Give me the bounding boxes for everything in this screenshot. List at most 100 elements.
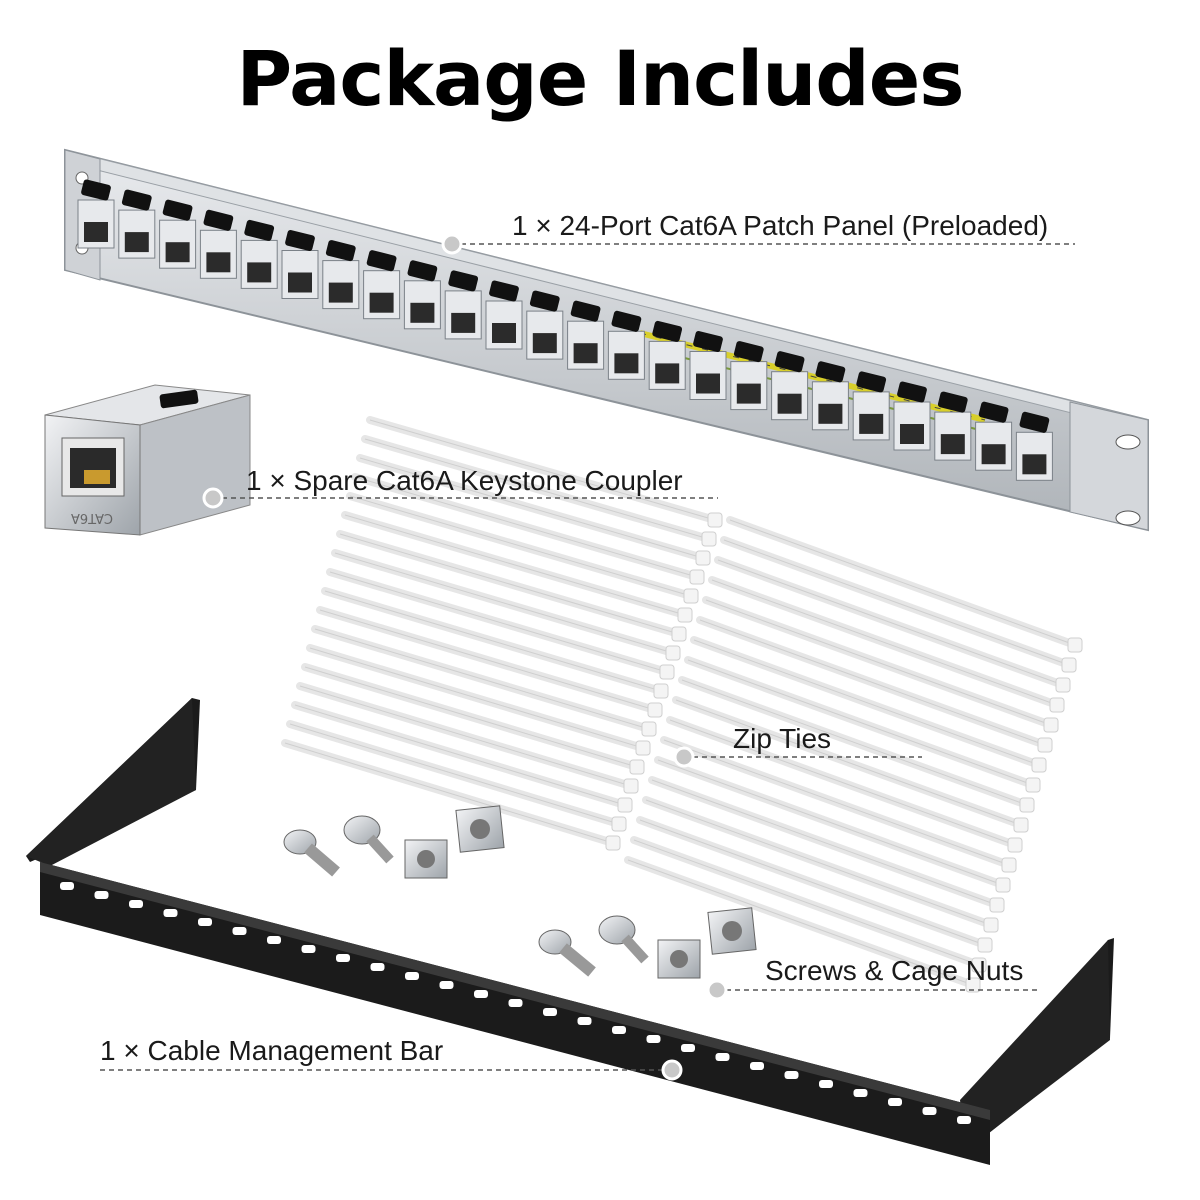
bar-slot xyxy=(784,1071,799,1079)
zip-tie xyxy=(702,596,1059,733)
keystone-port xyxy=(444,270,482,340)
zip-tie xyxy=(630,836,987,973)
keystone-port xyxy=(975,401,1013,471)
zip-tie xyxy=(331,549,681,661)
bar-slot xyxy=(301,945,316,953)
bar-slot xyxy=(267,936,281,944)
bar-slot xyxy=(957,1116,971,1124)
zip-tie xyxy=(316,606,663,718)
zip-tie xyxy=(654,756,1011,893)
bar-slot xyxy=(508,999,523,1007)
cable-bar-label: 1 × Cable Management Bar xyxy=(100,1035,444,1066)
keystone-port xyxy=(811,361,849,431)
zip-tie xyxy=(361,435,717,547)
callout-patch-panel xyxy=(441,233,1075,255)
zip-tie xyxy=(678,676,1035,813)
bar-slot xyxy=(922,1107,937,1115)
zip-tie xyxy=(366,416,723,528)
zip-tie xyxy=(341,511,693,623)
keystone-port xyxy=(607,310,645,380)
keystone-port xyxy=(240,219,278,289)
bar-slot xyxy=(370,963,385,971)
zip-tie xyxy=(336,530,687,642)
cable-bar-slots xyxy=(60,882,971,1124)
zip-tie xyxy=(720,536,1077,673)
callout-cable-bar xyxy=(100,1059,683,1081)
keystone-port xyxy=(363,250,401,320)
screw-icon xyxy=(343,815,394,864)
bar-slot xyxy=(336,954,350,962)
zip-tie xyxy=(726,516,1083,653)
screw-icon xyxy=(598,915,649,964)
keystone-port xyxy=(567,300,605,370)
patch-panel-label: 1 × 24-Port Cat6A Patch Panel (Preloaded… xyxy=(512,210,1049,241)
bar-slot xyxy=(198,918,212,926)
bar-slot xyxy=(853,1089,868,1097)
bar-slot xyxy=(129,900,143,908)
keystone-port xyxy=(199,209,237,279)
zip-tie xyxy=(666,716,1023,853)
zip-ties-label: Zip Ties xyxy=(733,723,832,754)
bar-slot xyxy=(94,891,109,899)
zip-tie xyxy=(321,587,669,699)
bar-slot xyxy=(577,1017,592,1025)
keystone-port xyxy=(934,391,972,461)
zip-tie xyxy=(714,556,1071,693)
coupler-label: 1 × Spare Cat6A Keystone Coupler xyxy=(246,465,683,496)
zip-tie xyxy=(326,568,675,680)
zip-tie xyxy=(281,739,621,851)
callout-screws xyxy=(706,979,1037,1001)
zip-tie xyxy=(684,656,1041,793)
bar-slot xyxy=(474,990,488,998)
keystone-port xyxy=(689,330,727,400)
zip-tie xyxy=(636,816,993,953)
bar-slot xyxy=(405,972,419,980)
bar-slot xyxy=(439,981,454,989)
zip-tie xyxy=(660,736,1017,873)
keystone-port xyxy=(403,260,441,330)
screws-and-cage-nuts-image xyxy=(283,805,757,979)
screw-icon xyxy=(538,929,596,977)
zip-tie xyxy=(286,720,627,832)
keystone-port xyxy=(159,199,197,269)
cage-nut-icon xyxy=(657,939,701,979)
screws-label: Screws & Cage Nuts xyxy=(765,955,1024,986)
zip-tie xyxy=(346,492,699,604)
zip-tie xyxy=(296,682,639,794)
screw-icon xyxy=(283,829,340,877)
zip-tie xyxy=(351,473,705,585)
keystone-port xyxy=(118,189,156,259)
keystone-port xyxy=(730,341,768,411)
zip-tie xyxy=(690,636,1047,773)
bar-slot xyxy=(819,1080,833,1088)
page-title: Package Includes xyxy=(236,34,964,123)
keystone-port xyxy=(852,371,890,441)
bar-slot xyxy=(232,927,247,935)
zip-tie xyxy=(301,663,645,775)
bar-slot xyxy=(543,1008,557,1016)
callout-coupler xyxy=(202,487,718,509)
bar-slot xyxy=(681,1044,695,1052)
bar-slot xyxy=(60,882,74,890)
bar-slot xyxy=(750,1062,764,1070)
patch-panel-ports xyxy=(77,179,1053,481)
keystone-port xyxy=(77,179,115,249)
keystone-port xyxy=(1015,411,1053,481)
callout-zip-ties xyxy=(673,746,922,768)
zip-tie xyxy=(306,644,651,756)
zip-tie xyxy=(648,776,1005,913)
zip-tie xyxy=(708,576,1065,713)
keystone-port xyxy=(526,290,564,360)
keystone-port xyxy=(281,229,319,299)
cage-nut-icon xyxy=(404,839,448,879)
cage-nut-icon xyxy=(707,907,757,955)
zip-tie xyxy=(624,856,981,993)
bar-slot xyxy=(715,1053,730,1061)
zip-tie xyxy=(311,625,657,737)
bar-slot xyxy=(612,1026,626,1034)
zip-tie xyxy=(672,696,1029,833)
keystone-port xyxy=(771,351,809,421)
bar-slot xyxy=(646,1035,661,1043)
keystone-port xyxy=(485,280,523,350)
